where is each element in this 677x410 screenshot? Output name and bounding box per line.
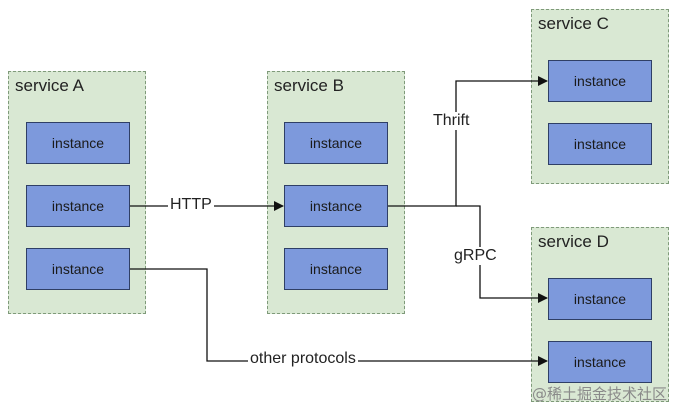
service-b-instance-3: instance [284, 248, 388, 290]
service-b-instance-2: instance [284, 185, 388, 227]
service-a-title: service A [15, 76, 84, 95]
service-c-instance-2: instance [548, 123, 652, 165]
edge-label-grpc: gRPC [452, 247, 499, 265]
service-d-title: service D [538, 232, 609, 251]
other-protocols-arrow [130, 268, 548, 366]
service-b-instance-1: instance [284, 122, 388, 164]
edge-label-thrift: Thrift [431, 112, 472, 130]
watermark-text: @稀土掘金技术社区 [531, 385, 667, 403]
service-b-title: service B [274, 76, 344, 95]
service-d-instance-1: instance [548, 278, 652, 320]
service-d-instance-2: instance [548, 341, 652, 383]
service-a-instance-1: instance [26, 122, 130, 164]
service-c-title: service C [538, 14, 609, 33]
edge-label-http: HTTP [168, 196, 214, 214]
service-a-instance-3: instance [26, 248, 130, 290]
service-c-instance-1: instance [548, 60, 652, 102]
thrift-arrow [388, 76, 548, 207]
service-a-instance-2: instance [26, 185, 130, 227]
edge-label-other-protocols: other protocols [248, 350, 358, 368]
